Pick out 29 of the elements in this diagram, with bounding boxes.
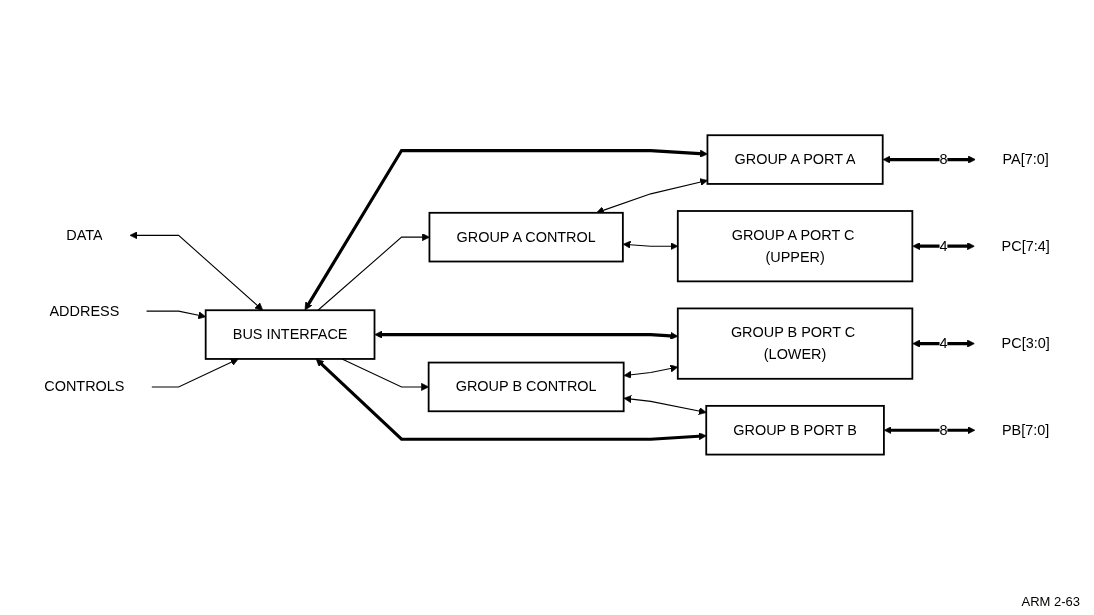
arrow <box>317 233 430 311</box>
arrow <box>912 242 975 251</box>
node-text: ADDRESS <box>49 303 120 319</box>
edge-label: 4 <box>939 335 948 351</box>
arrow <box>623 395 707 416</box>
node-box: GROUP B CONTROL <box>427 361 625 413</box>
node-box: GROUP B PORT C (LOWER) <box>676 307 914 380</box>
edge-label: 8 <box>939 151 948 167</box>
node-text: CONTROLS <box>44 378 125 395</box>
arrow <box>882 155 976 164</box>
node-text: PC[3:0] <box>1001 335 1050 351</box>
arrow <box>129 231 264 311</box>
figure-code: ARM 2-63 <box>1021 594 1080 609</box>
node-box: GROUP A PORT C (UPPER) <box>676 210 914 283</box>
arrow <box>304 149 708 311</box>
edge-label: 4 <box>939 238 948 254</box>
node-text: PA[7:0] <box>1002 151 1049 167</box>
node-text: PC[7:4] <box>1001 238 1050 254</box>
arrow <box>912 339 975 348</box>
arrow <box>315 358 707 441</box>
arrow <box>151 358 239 388</box>
node-text: PB[7:0] <box>1001 422 1050 438</box>
arrow <box>883 426 976 435</box>
node-box: GROUP A PORT A <box>706 134 884 185</box>
edge-label: 8 <box>939 422 948 438</box>
node-box: GROUP B PORT B <box>705 405 885 456</box>
node-box: BUS INTERFACE <box>204 309 376 360</box>
node-box: GROUP A CONTROL <box>428 212 624 263</box>
node-text: DATA <box>66 227 103 243</box>
